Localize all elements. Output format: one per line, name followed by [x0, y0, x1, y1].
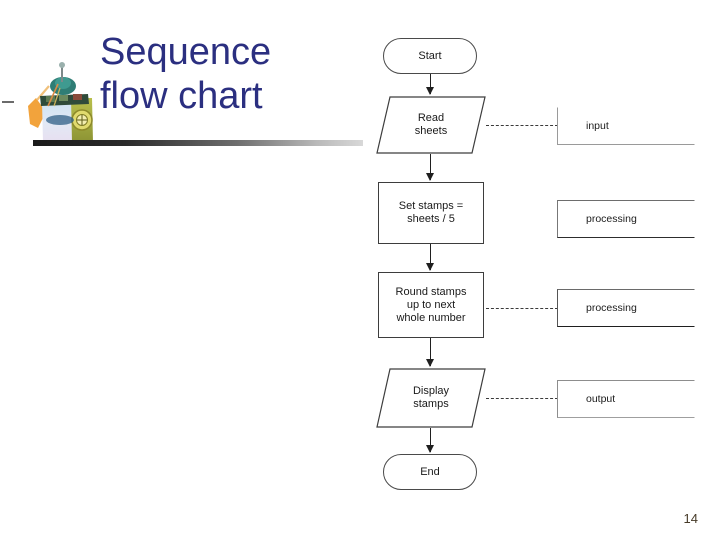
annotation-input: input — [557, 107, 695, 145]
annotation-processing-1: processing — [557, 200, 695, 238]
parallelogram-shape-display — [376, 368, 486, 428]
arrow-round-to-display — [426, 338, 434, 367]
flow-node-end: End — [383, 454, 477, 490]
annotation-output-label: output — [586, 393, 616, 405]
arrow-read-to-set — [426, 154, 434, 181]
annotation-processing-2-label: processing — [586, 302, 637, 314]
decorative-clipart-image — [2, 58, 102, 146]
arrow-set-to-round — [426, 244, 434, 271]
dash-link-display-to-output — [486, 398, 558, 399]
annotation-processing-1-label: processing — [586, 213, 637, 225]
flow-node-start-label: Start — [418, 49, 442, 62]
flow-node-read-sheets-label: Read sheets — [414, 112, 448, 137]
left-dash-mark — [2, 101, 14, 103]
page-number: 14 — [683, 511, 698, 526]
flow-node-read-sheets: Read sheets — [376, 96, 486, 154]
arrow-start-to-read — [426, 74, 434, 95]
flow-node-start: Start — [383, 38, 477, 74]
flow-node-round-stamps-label: Round stamps up to next whole number — [395, 285, 467, 324]
flow-node-round-stamps: Round stamps up to next whole number — [378, 272, 484, 338]
annotation-processing-2: processing — [557, 289, 695, 327]
flow-node-set-stamps: Set stamps = sheets / 5 — [378, 182, 484, 244]
arrow-display-to-end — [426, 428, 434, 453]
title-divider-bar — [33, 140, 363, 146]
flow-node-set-stamps-label: Set stamps = sheets / 5 — [398, 200, 464, 225]
annotation-output: output — [557, 380, 695, 418]
title-block: Sequence flow chart — [100, 30, 380, 118]
flow-node-end-label: End — [420, 465, 440, 478]
dash-link-read-to-input — [486, 125, 558, 126]
parallelogram-shape-read — [376, 96, 486, 154]
dash-link-round-to-processing — [486, 308, 558, 309]
flow-node-display-stamps-label: Display stamps — [412, 385, 450, 410]
flow-node-display-stamps: Display stamps — [376, 368, 486, 428]
annotation-input-label: input — [586, 120, 609, 132]
page-title: Sequence flow chart — [100, 31, 272, 117]
